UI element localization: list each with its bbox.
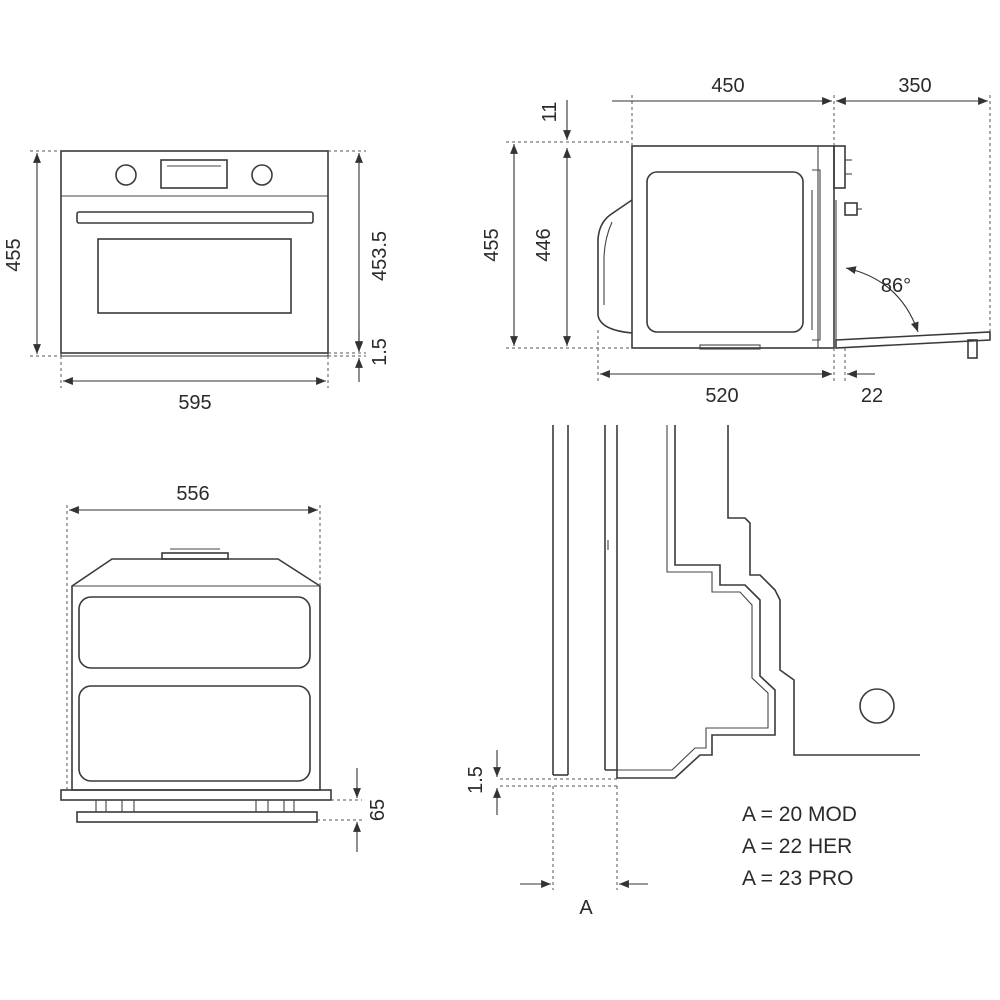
front-height-label: 455 <box>3 238 25 271</box>
side-angle-label: 86° <box>881 275 911 297</box>
side-oven-body <box>631 145 835 349</box>
side-depth-label: 450 <box>711 75 744 97</box>
side-front-label: 22 <box>861 385 883 407</box>
detail-note-3: A = 23 PRO <box>742 867 853 890</box>
detail-screw <box>859 688 895 724</box>
door-handle <box>76 211 314 224</box>
side-door-open-label: 350 <box>898 75 931 97</box>
detail-frame-profile <box>727 425 920 756</box>
front-width-label: 595 <box>178 392 211 414</box>
detail-note-2: A = 22 HER <box>742 835 852 858</box>
side-body-depth-label: 520 <box>705 385 738 407</box>
top-bottom-label: 65 <box>367 799 389 821</box>
detail-a-label: A <box>579 897 593 919</box>
detail-view: 1.5 A A = 20 MOD A = 22 HER A = 23 PRO <box>465 425 920 919</box>
front-window <box>97 238 292 314</box>
side-top-gap-label: 11 <box>539 102 561 123</box>
top-vent <box>161 552 229 560</box>
side-inner-height-label: 446 <box>533 228 555 261</box>
side-front-panel <box>833 145 846 189</box>
side-back-bulge <box>597 199 633 334</box>
control-display <box>160 159 228 189</box>
side-knob <box>844 202 858 216</box>
front-gap-label: 1.5 <box>369 338 391 366</box>
open-door <box>835 331 991 349</box>
top-width-label: 556 <box>176 483 209 505</box>
detail-gap-label: 1.5 <box>465 766 487 794</box>
detail-door-profile <box>605 425 776 779</box>
detail-note-1: A = 20 MOD <box>742 803 857 826</box>
top-upper-compartment <box>78 596 311 669</box>
front-oven-body <box>60 150 329 354</box>
right-knob <box>251 164 273 186</box>
front-view: 455 453.5 1.5 595 <box>3 150 391 414</box>
top-oven-outline <box>71 558 321 791</box>
top-view: 556 65 <box>60 483 389 852</box>
side-view: 450 350 11 455 446 86° 520 22 <box>481 75 991 407</box>
side-inner-cavity <box>646 171 804 333</box>
side-height-label: 455 <box>481 228 503 261</box>
front-inner-height-label: 453.5 <box>369 231 391 281</box>
door-foot <box>967 339 978 359</box>
top-front-panel <box>76 811 318 823</box>
top-lower-compartment <box>78 685 311 782</box>
left-knob <box>115 164 137 186</box>
